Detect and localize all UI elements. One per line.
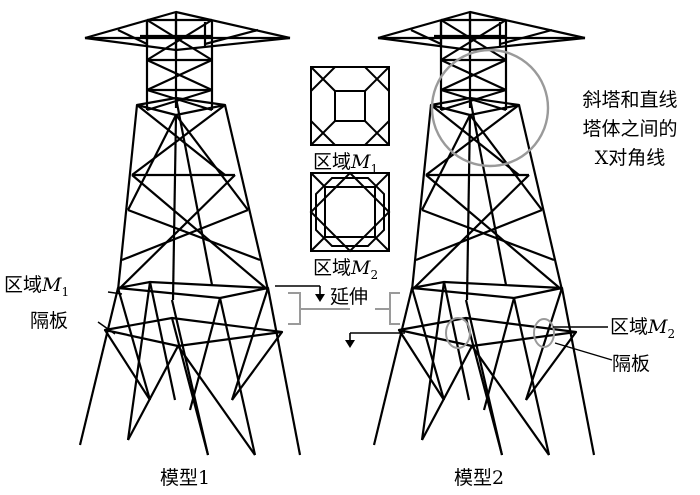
extend-connector	[288, 292, 400, 325]
x-diagonal-highlight-circle	[430, 48, 550, 168]
region-m2-label: 区域M2	[610, 316, 675, 341]
leader-region-m1	[107, 291, 123, 295]
leg-splits	[78, 281, 302, 456]
leader-diaphragm-2	[554, 342, 613, 361]
main-legs	[410, 97, 564, 301]
peak-cage	[145, 12, 214, 112]
section-m1-inset	[310, 66, 390, 146]
main-legs	[116, 97, 270, 301]
region-m1-label: 区域M1	[4, 274, 69, 299]
region-m1-frame	[410, 280, 564, 300]
body-bracing	[411, 104, 563, 291]
section-m2-caption: 区域M2	[313, 257, 378, 282]
note-line-1: 斜塔和直线	[582, 89, 677, 111]
tower-model-1	[78, 10, 302, 456]
extend-arrow-left-icon	[345, 332, 405, 348]
region-m1-frame	[116, 280, 270, 300]
peak-cage	[439, 12, 508, 112]
leader-lines	[97, 291, 613, 361]
extend-label: 延伸	[330, 286, 368, 308]
diaphragm-label-right: 隔板	[612, 353, 650, 375]
leg-splits	[372, 281, 596, 456]
section-m2-inset	[309, 171, 391, 253]
note-line-2: 塔体之间的	[582, 118, 677, 140]
diaphragm-label-left: 隔板	[30, 310, 68, 332]
region-m2-highlight-right	[533, 318, 555, 348]
section-m1-caption: 区域M1	[313, 151, 378, 176]
leader-diaphragm-1	[97, 321, 116, 335]
note-line-3: X对角线	[595, 147, 666, 169]
model-2-label: 模型2	[454, 467, 504, 489]
extend-arrow-down-icon	[275, 285, 325, 302]
body-bracing	[117, 104, 269, 291]
region-m2-highlight-left	[445, 317, 471, 349]
tower-model-2	[372, 10, 596, 456]
model-1-label: 模型1	[160, 467, 210, 489]
